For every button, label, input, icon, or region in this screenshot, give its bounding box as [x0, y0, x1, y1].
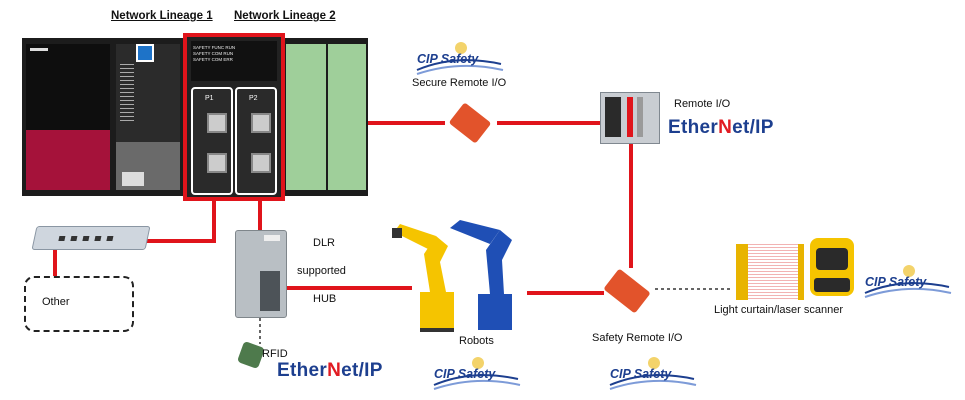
ethernet-port-icon: [207, 113, 227, 133]
port-label-p2: P2: [249, 95, 258, 102]
other-device-box: Other: [24, 276, 134, 332]
other-label: Other: [42, 296, 70, 308]
light-curtain-beams: [748, 244, 798, 300]
cip-safety-logo: CIP Safety: [415, 40, 505, 76]
ethernet-ip-logo: EtherNet/IP: [277, 360, 383, 381]
secure-remote-io-label: Secure Remote I/O: [412, 77, 507, 89]
cip-safety-logo: CIP Safety: [432, 355, 522, 391]
light-curtain-icon: [736, 244, 748, 300]
status-row-3: SAFETY COM ERR: [193, 57, 233, 62]
hub-label-line3: HUB: [313, 293, 337, 305]
cip-safety-logo: CIP Safety: [863, 263, 953, 299]
status-row-2: SAFETY COM RUN: [193, 51, 234, 56]
cip-safety-logo: CIP Safety: [608, 355, 698, 391]
port-card-p2: P2: [235, 87, 277, 195]
ethernet-ip-logo: EtherNet/IP: [668, 117, 774, 138]
hub-label-line2: supported: [297, 265, 346, 277]
io-module-green-2: [328, 44, 366, 190]
header-network-lineage-1: Network Lineage 1: [111, 10, 213, 22]
port-card-p1: P1: [191, 87, 233, 195]
remote-io-label: Remote I/O: [674, 98, 731, 110]
ethernet-port-icon: [207, 153, 227, 173]
robot-arm-icon: [392, 220, 512, 332]
ethernet-port-icon: [251, 153, 271, 173]
robots-label: Robots: [459, 335, 494, 347]
io-module-green: [286, 44, 326, 190]
port-label-p1: P1: [205, 95, 214, 102]
cpu-module: [116, 44, 180, 190]
switch-icon: [31, 226, 151, 250]
power-supply-module: [26, 44, 110, 190]
header-network-lineage-2: Network Lineage 2: [234, 10, 336, 22]
light-curtain-label: Light curtain/laser scanner: [714, 304, 844, 316]
safety-cpu-highlight-box: SAFETY FUNC RUN SAFETY COM RUN SAFETY CO…: [183, 33, 285, 201]
laser-scanner-icon: [810, 238, 854, 296]
hub-icon: [235, 230, 287, 318]
safety-remote-io-label: Safety Remote I/O: [592, 332, 683, 344]
ethernet-port-icon: [251, 113, 271, 133]
remote-io-rack-icon: [600, 92, 660, 144]
hub-label-line1: DLR: [313, 237, 336, 249]
status-row-1: SAFETY FUNC RUN: [193, 45, 236, 50]
rfid-label: RFID: [262, 348, 288, 360]
safety-status-display: SAFETY FUNC RUN SAFETY COM RUN SAFETY CO…: [191, 41, 277, 81]
light-curtain-icon: [798, 244, 804, 300]
